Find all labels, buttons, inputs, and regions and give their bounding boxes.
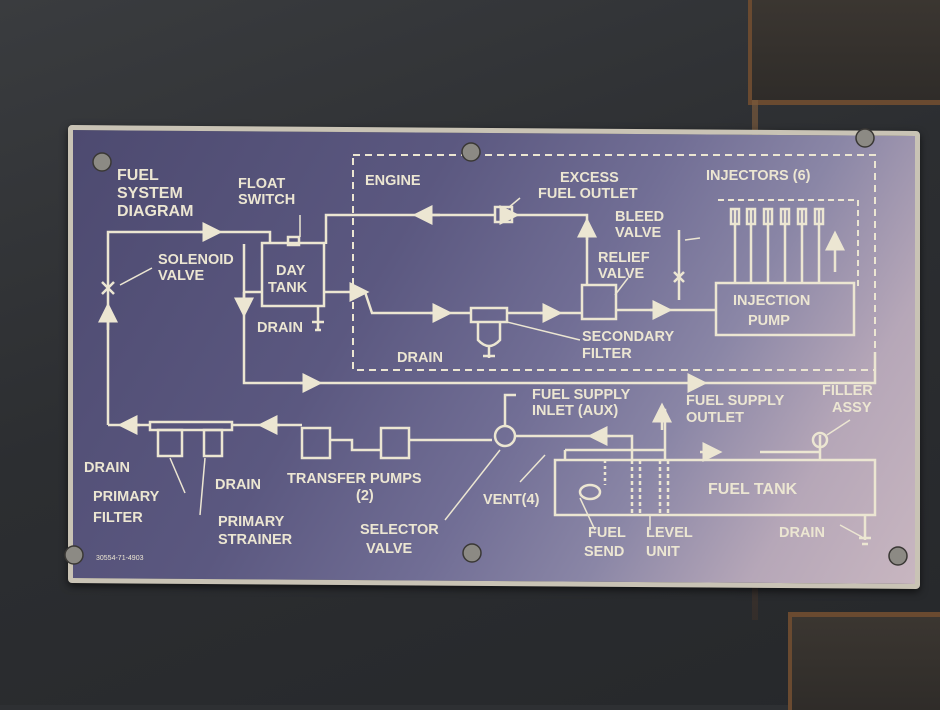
label-fuel-supply-outlet-1: FUEL SUPPLY — [686, 393, 785, 409]
label-relief-1: RELIEF — [598, 250, 650, 266]
title-line-1: FUEL — [117, 167, 159, 184]
label-excess-2: FUEL OUTLET — [538, 186, 638, 202]
engine-boundary — [352, 154, 876, 371]
injector-dashed-box — [718, 199, 859, 290]
label-selector-2: VALVE — [366, 541, 413, 557]
bolt-icon — [888, 546, 908, 566]
label-selector-1: SELECTOR — [360, 522, 439, 538]
label-injection-pump-2: PUMP — [748, 313, 790, 329]
label-secondary-2: FILTER — [582, 346, 632, 362]
label-solenoid-1: SOLENOID — [158, 252, 234, 268]
label-relief-2: VALVE — [598, 266, 645, 282]
label-excess-1: EXCESS — [560, 170, 619, 186]
secondary-filter — [469, 306, 509, 324]
label-bleed-1: BLEED — [615, 209, 664, 225]
label-level-unit-2: UNIT — [646, 544, 680, 560]
float-switch-icon — [286, 235, 301, 247]
filler-assy-icon — [811, 431, 829, 449]
injectors-icon — [729, 207, 825, 282]
label-fuel-supply-outlet-2: OUTLET — [686, 410, 744, 426]
label-primary-strainer-2: STRAINER — [218, 532, 293, 548]
bolt-icon — [461, 142, 481, 162]
transfer-pump-1 — [300, 426, 332, 460]
label-float-switch-2: SWITCH — [238, 192, 295, 208]
label-injection-pump-1: INJECTION — [733, 293, 810, 309]
label-fuel-supply-inlet-1: FUEL SUPPLY — [532, 387, 631, 403]
label-primary-strainer-1: PRIMARY — [218, 514, 285, 530]
primary-strainer-icon — [202, 428, 224, 458]
excess-outlet-valve — [493, 205, 514, 224]
relief-valve — [580, 283, 618, 321]
label-secondary-1: SECONDARY — [582, 329, 674, 345]
solenoid-valve-icon — [101, 281, 115, 295]
label-bleed-2: VALVE — [615, 225, 662, 241]
day-tank — [260, 241, 326, 308]
bolt-icon — [64, 545, 84, 565]
label-fuel-send-1: FUEL — [588, 525, 626, 541]
bolt-icon — [92, 152, 112, 172]
label-fuel-supply-inlet-2: INLET (AUX) — [532, 403, 618, 419]
adjacent-panel-bottom — [788, 612, 940, 710]
selector-valve-icon — [493, 424, 517, 448]
label-fuel-tank: FUEL TANK — [708, 481, 798, 498]
label-drain-tank: DRAIN — [779, 525, 825, 541]
label-day-tank-2: TANK — [268, 280, 308, 296]
title-line-3: DIAGRAM — [117, 203, 193, 220]
label-float-switch-1: FLOAT — [238, 176, 285, 192]
label-filler-1: FILLER — [822, 383, 873, 399]
label-drain-day-tank: DRAIN — [257, 320, 303, 336]
label-injectors: INJECTORS (6) — [706, 168, 811, 184]
label-transfer-pumps-1: TRANSFER PUMPS — [287, 471, 422, 487]
label-day-tank-1: DAY — [276, 263, 306, 279]
part-number: 30554-71-4903 — [96, 555, 144, 562]
label-engine: ENGINE — [365, 173, 421, 189]
label-primary-filter-1: PRIMARY — [93, 489, 160, 505]
label-vent: VENT(4) — [483, 492, 540, 508]
bolt-icon — [462, 543, 482, 563]
transfer-pump-2 — [379, 426, 411, 460]
adjacent-panel-top — [748, 0, 940, 105]
primary-filter-icon — [156, 428, 184, 458]
label-drain-strainer: DRAIN — [215, 477, 261, 493]
label-drain-primary: DRAIN — [84, 460, 130, 476]
label-primary-filter-2: FILTER — [93, 510, 143, 526]
label-drain-secondary: DRAIN — [397, 350, 443, 366]
mounting-bolts — [64, 128, 908, 566]
label-solenoid-2: VALVE — [158, 268, 205, 284]
label-transfer-pumps-2: (2) — [356, 488, 374, 504]
label-filler-2: ASSY — [832, 400, 872, 416]
label-fuel-send-2: SEND — [584, 544, 624, 560]
title-line-2: SYSTEM — [117, 185, 183, 202]
bolt-icon — [855, 128, 875, 148]
label-level-unit-1: LEVEL — [646, 525, 693, 541]
